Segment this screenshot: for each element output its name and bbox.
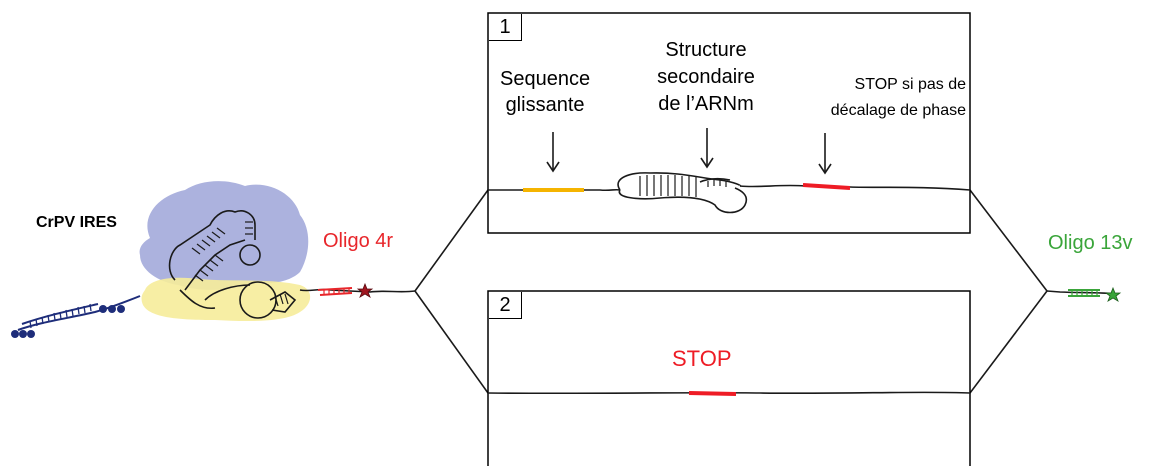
- slippery-label-line1: Sequence: [500, 68, 591, 90]
- pseudoknot-ladder: [639, 175, 727, 197]
- slippery-label-line2: glissante: [505, 94, 585, 116]
- oligo-4r-label: Oligo 4r: [323, 230, 394, 252]
- panel1-mrna-line: [488, 188, 621, 192]
- ribosome-blue-subunit: [139, 181, 309, 290]
- stop-no-frameshift-label: STOP si pas de décalage de phase: [790, 72, 966, 124]
- panel-2: [487, 290, 971, 466]
- ires-label: CrPV IRES: [36, 214, 117, 231]
- stop-codon-segment-panel1: [802, 183, 851, 190]
- panel-1: [487, 12, 971, 234]
- panel2-mrna-line: [487, 391, 971, 395]
- split-connector-right: [969, 189, 1116, 394]
- upstream-rna-strand: [17, 295, 141, 331]
- secondary-structure-label: Structure secondaire de l’ARNm: [654, 37, 758, 118]
- oligo-13v-probe: [1068, 286, 1122, 302]
- structure-label-line1: Structure: [665, 39, 747, 61]
- stop-label-panel2: STOP: [672, 346, 732, 371]
- ribosomal-proteins: [11, 305, 125, 338]
- pointer-arrows: [546, 128, 832, 175]
- ires-stem-ladders: [191, 221, 289, 307]
- structure-label-line3: de l’ARNm: [658, 93, 754, 115]
- panel-1-number: 1: [489, 14, 522, 41]
- mrna-line-left: [299, 288, 416, 293]
- slippery-sequence-label: Sequence glissante: [500, 66, 590, 118]
- upstream-strand-ladder: [29, 303, 92, 329]
- panel-2-number: 2: [489, 292, 522, 319]
- ires-rna-structure: [168, 210, 297, 319]
- structure-label-line2: secondaire: [657, 66, 755, 88]
- ires-complex: [11, 181, 311, 338]
- stop-codon-segment-panel2: [688, 391, 737, 396]
- pseudoknot-structure: [617, 172, 748, 214]
- stop-label-line1: STOP si pas de: [854, 76, 966, 93]
- stop-label-line2: décalage de phase: [830, 102, 966, 119]
- ribosome-yellow-subunit: [141, 277, 311, 322]
- star-icon: [356, 282, 374, 298]
- star-icon: [1104, 286, 1122, 302]
- split-connector-left: [414, 189, 489, 394]
- oligo-13v-label: Oligo 13v: [1048, 232, 1133, 254]
- oligo-4r-probe: [317, 282, 374, 298]
